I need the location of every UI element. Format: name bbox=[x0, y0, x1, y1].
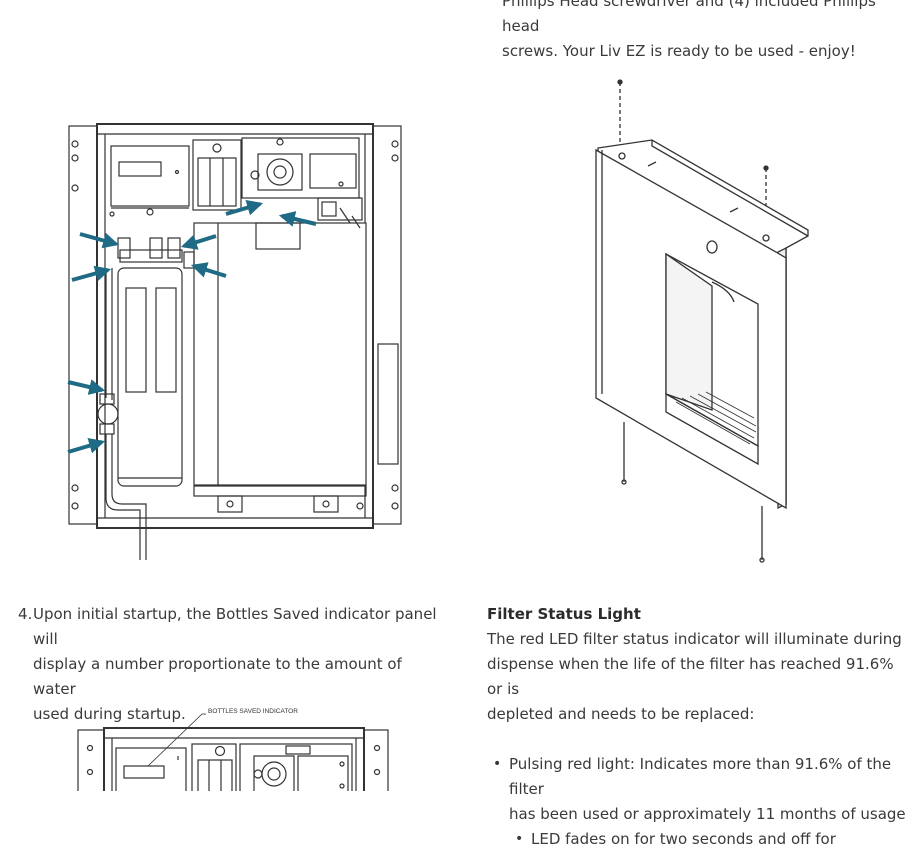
filter-status-heading: Filter Status Light bbox=[487, 605, 641, 623]
step-4-line-2: display a number proportionate to the am… bbox=[33, 655, 402, 698]
top-right-line-1: Phillips Head screwdriver and (4) includ… bbox=[502, 0, 876, 35]
bullet-line-2: has been used or approximately 11 months… bbox=[509, 805, 906, 823]
sub-bullets: LED fades on for two seconds and off for bbox=[509, 827, 907, 852]
bullet-line-1: Pulsing red light: Indicates more than 9… bbox=[509, 755, 892, 798]
figure-faceplate bbox=[590, 76, 815, 566]
list-item: LED fades on for two seconds and off for bbox=[509, 827, 907, 852]
figure-unit-internals bbox=[60, 118, 410, 564]
filter-status-section: Filter Status Light The red LED filter s… bbox=[487, 602, 907, 852]
step-4-line-3: used during startup. bbox=[33, 705, 186, 723]
step-4-line-1: Upon initial startup, the Bottles Saved … bbox=[33, 605, 437, 648]
top-right-line-2: screws. Your Liv EZ is ready to be used … bbox=[502, 42, 856, 60]
arrow-icons bbox=[67, 199, 317, 454]
figure-bottles-saved: BOTTLES SAVED INDICATOR bbox=[72, 708, 392, 791]
step-4: 4. Upon initial startup, the Bottles Sav… bbox=[18, 602, 448, 727]
filter-status-line-2: dispense when the life of the filter has… bbox=[487, 655, 894, 698]
step-4-number: 4. bbox=[18, 605, 33, 623]
filter-status-line-3: depleted and needs to be replaced: bbox=[487, 705, 755, 723]
filter-status-line-1: The red LED filter status indicator will… bbox=[487, 630, 902, 648]
top-right-text: Phillips Head screwdriver and (4) includ… bbox=[502, 0, 907, 64]
list-item: Pulsing red light: Indicates more than 9… bbox=[487, 752, 907, 852]
filter-status-bullets: Pulsing red light: Indicates more than 9… bbox=[487, 752, 907, 852]
callout-label: BOTTLES SAVED INDICATOR bbox=[208, 708, 298, 715]
